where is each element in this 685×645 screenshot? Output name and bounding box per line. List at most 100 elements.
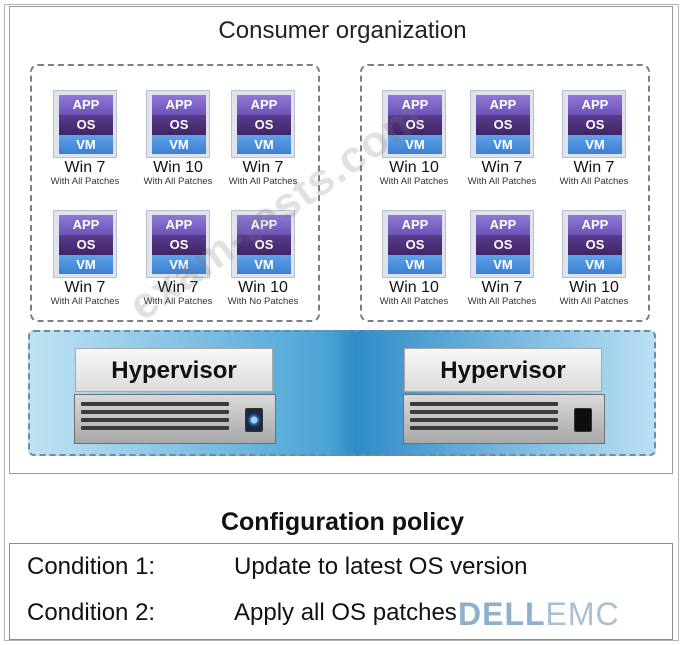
vm-layer: VM bbox=[152, 255, 206, 274]
server-icon bbox=[74, 394, 276, 444]
app-layer: APP bbox=[476, 215, 530, 235]
vm-stack: APP OS VM bbox=[231, 210, 295, 278]
vm-patch-label: With All Patches bbox=[50, 296, 120, 307]
vm-layer: VM bbox=[237, 135, 291, 154]
vm-stack: APP OS VM bbox=[382, 210, 446, 278]
vm-card: APP OS VM Win 7 With All Patches bbox=[35, 210, 135, 307]
os-layer: OS bbox=[237, 115, 291, 135]
os-layer: OS bbox=[237, 235, 291, 255]
vm-layer: VM bbox=[152, 135, 206, 154]
vm-card: APP OS VM Win 10 With All Patches bbox=[364, 210, 464, 307]
policy-title: Configuration policy bbox=[220, 508, 465, 536]
condition-1-text: Update to latest OS version bbox=[234, 553, 528, 580]
vm-layer: VM bbox=[568, 255, 622, 274]
vm-stack: APP OS VM bbox=[146, 210, 210, 278]
server-indicator-icon bbox=[574, 408, 592, 432]
vm-patch-label: With All Patches bbox=[559, 296, 629, 307]
vm-card: APP OS VM Win 7 With All Patches bbox=[452, 90, 552, 187]
dell-emc-logo: DELLEMC bbox=[458, 596, 620, 633]
vm-os-label: Win 10 bbox=[238, 279, 288, 296]
app-layer: APP bbox=[237, 95, 291, 115]
vm-card: APP OS VM Win 7 With All Patches bbox=[452, 210, 552, 307]
os-layer: OS bbox=[59, 115, 113, 135]
vm-os-label: Win 7 bbox=[64, 159, 106, 176]
vm-stack: APP OS VM bbox=[470, 210, 534, 278]
os-layer: OS bbox=[388, 235, 442, 255]
vm-layer: VM bbox=[59, 255, 113, 274]
vm-patch-label: With All Patches bbox=[50, 176, 120, 187]
vm-patch-label: With All Patches bbox=[143, 176, 213, 187]
vm-os-label: Win 7 bbox=[157, 279, 199, 296]
vm-stack: APP OS VM bbox=[146, 90, 210, 158]
vm-layer: VM bbox=[568, 135, 622, 154]
vm-stack: APP OS VM bbox=[382, 90, 446, 158]
server-icon bbox=[403, 394, 605, 444]
vm-layer: VM bbox=[476, 255, 530, 274]
vm-patch-label: With All Patches bbox=[467, 296, 537, 307]
app-layer: APP bbox=[152, 95, 206, 115]
vm-stack: APP OS VM bbox=[470, 90, 534, 158]
vm-layer: VM bbox=[388, 255, 442, 274]
app-layer: APP bbox=[568, 215, 622, 235]
app-layer: APP bbox=[152, 215, 206, 235]
vm-card: APP OS VM Win 10 With No Patches bbox=[213, 210, 313, 307]
vm-card: APP OS VM Win 7 With All Patches bbox=[544, 90, 644, 187]
app-layer: APP bbox=[59, 95, 113, 115]
vm-os-label: Win 7 bbox=[481, 159, 523, 176]
app-layer: APP bbox=[476, 95, 530, 115]
logo-dell: DELL bbox=[458, 596, 546, 632]
server-slots bbox=[81, 402, 229, 438]
vm-patch-label: With All Patches bbox=[467, 176, 537, 187]
os-layer: OS bbox=[152, 115, 206, 135]
vm-stack: APP OS VM bbox=[53, 90, 117, 158]
vm-layer: VM bbox=[59, 135, 113, 154]
logo-emc: EMC bbox=[545, 596, 620, 632]
org-title: Consumer organization bbox=[218, 17, 467, 44]
condition-2-name: Condition 2: bbox=[27, 599, 156, 626]
vm-group-right bbox=[360, 64, 650, 322]
app-layer: APP bbox=[388, 215, 442, 235]
condition-2-text: Apply all OS patches bbox=[234, 599, 457, 626]
os-layer: OS bbox=[568, 235, 622, 255]
vm-card: APP OS VM Win 10 With All Patches bbox=[364, 90, 464, 187]
vm-card: APP OS VM Win 7 With All Patches bbox=[128, 210, 228, 307]
diagram-frame bbox=[4, 4, 679, 641]
vm-patch-label: With No Patches bbox=[227, 296, 299, 307]
policy-box bbox=[9, 543, 673, 640]
os-layer: OS bbox=[388, 115, 442, 135]
vm-os-label: Win 7 bbox=[64, 279, 106, 296]
hypervisor-label-left: Hypervisor bbox=[75, 348, 273, 392]
vm-stack: APP OS VM bbox=[231, 90, 295, 158]
vm-os-label: Win 7 bbox=[481, 279, 523, 296]
vm-os-label: Win 10 bbox=[153, 159, 203, 176]
app-layer: APP bbox=[388, 95, 442, 115]
vm-stack: APP OS VM bbox=[562, 90, 626, 158]
vm-os-label: Win 7 bbox=[242, 159, 284, 176]
vm-patch-label: With All Patches bbox=[559, 176, 629, 187]
app-layer: APP bbox=[237, 215, 291, 235]
vm-stack: APP OS VM bbox=[562, 210, 626, 278]
vm-card: APP OS VM Win 7 With All Patches bbox=[35, 90, 135, 187]
vm-layer: VM bbox=[388, 135, 442, 154]
vm-os-label: Win 10 bbox=[389, 279, 439, 296]
server-slots bbox=[410, 402, 558, 438]
app-layer: APP bbox=[568, 95, 622, 115]
vm-patch-label: With All Patches bbox=[143, 296, 213, 307]
vm-card: APP OS VM Win 10 With All Patches bbox=[128, 90, 228, 187]
vm-group-left bbox=[30, 64, 320, 322]
os-layer: OS bbox=[59, 235, 113, 255]
condition-1-name: Condition 1: bbox=[27, 553, 156, 580]
os-layer: OS bbox=[476, 235, 530, 255]
server-indicator-icon bbox=[245, 408, 263, 432]
vm-patch-label: With All Patches bbox=[228, 176, 298, 187]
os-layer: OS bbox=[568, 115, 622, 135]
os-layer: OS bbox=[152, 235, 206, 255]
vm-stack: APP OS VM bbox=[53, 210, 117, 278]
vm-card: APP OS VM Win 10 With All Patches bbox=[544, 210, 644, 307]
os-layer: OS bbox=[476, 115, 530, 135]
app-layer: APP bbox=[59, 215, 113, 235]
vm-patch-label: With All Patches bbox=[379, 176, 449, 187]
vm-card: APP OS VM Win 7 With All Patches bbox=[213, 90, 313, 187]
hypervisor-label-right: Hypervisor bbox=[404, 348, 602, 392]
vm-os-label: Win 10 bbox=[389, 159, 439, 176]
